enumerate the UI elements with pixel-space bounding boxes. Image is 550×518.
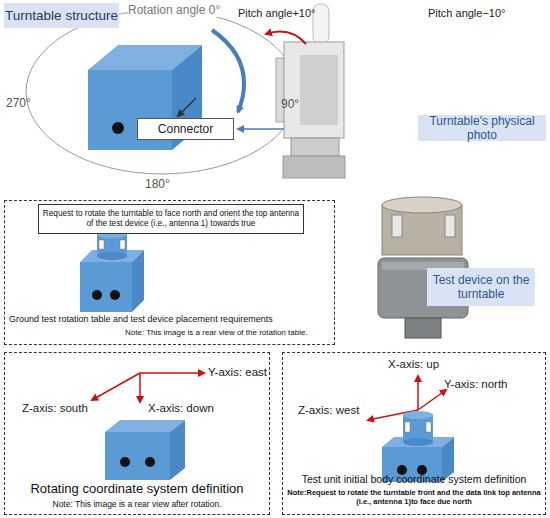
axis-label: Z-axis: west (298, 404, 359, 416)
node-note: Note: This image is a rear view of the r… (125, 328, 331, 338)
title-tag: Turntable's physical photo (418, 115, 546, 141)
node-title: Rotating coordinate system definition (7, 481, 267, 496)
axis-arrows (92, 373, 204, 402)
pitch-label: Pitch angle+10° (238, 7, 315, 19)
node-title: Turntable structure (5, 8, 118, 23)
title-tag: Test device on the turntable (427, 268, 535, 306)
dashed-panel: Test unit initial body coordinate system… (282, 352, 546, 515)
axis-label: X-axis: down (148, 402, 214, 414)
axis-label: Y-axis: north (444, 378, 508, 390)
node-title: Connector (158, 122, 213, 136)
node-note: Note:Request to rotate the turntable fro… (287, 488, 541, 506)
rotated-cube (105, 420, 185, 480)
node-title: Turntable's physical photo (418, 114, 546, 142)
axis-label: Y-axis: east (208, 366, 267, 378)
axis-label: X-axis: up (388, 358, 439, 370)
body-cube (382, 411, 454, 482)
dashed-panel: Ground test rotation table and test devi… (4, 200, 335, 345)
node-title: Request to rotate the turntable to face … (42, 209, 300, 229)
leader-line (178, 98, 196, 116)
node-note: Note: This image is a rear view after ro… (7, 499, 267, 509)
axis-label: Z-axis: south (22, 402, 88, 414)
angle-label: Rotation angle 0° (128, 3, 220, 17)
node-title: Test device on the turntable (431, 273, 531, 301)
axis-arrows (368, 376, 446, 420)
rotation-arrow (212, 30, 244, 112)
node-title: Test unit initial body coordinate system… (285, 473, 543, 485)
request-box: Request to rotate the turntable to face … (38, 204, 304, 234)
angle-label: 180° (145, 177, 170, 191)
pitch-arrow (266, 32, 306, 44)
rotation-ellipse (26, 10, 298, 174)
pitch-label: Pitch angle−10° (428, 7, 505, 19)
turntable-photo (276, 4, 345, 178)
angle-label: 270° (6, 96, 31, 110)
angle-label: 90° (281, 97, 299, 111)
connector-box: Connector (137, 118, 234, 140)
title-tag: Turntable structure (4, 3, 119, 28)
node-title: Ground test rotation table and test devi… (9, 314, 331, 325)
test-device-cube (80, 230, 144, 312)
